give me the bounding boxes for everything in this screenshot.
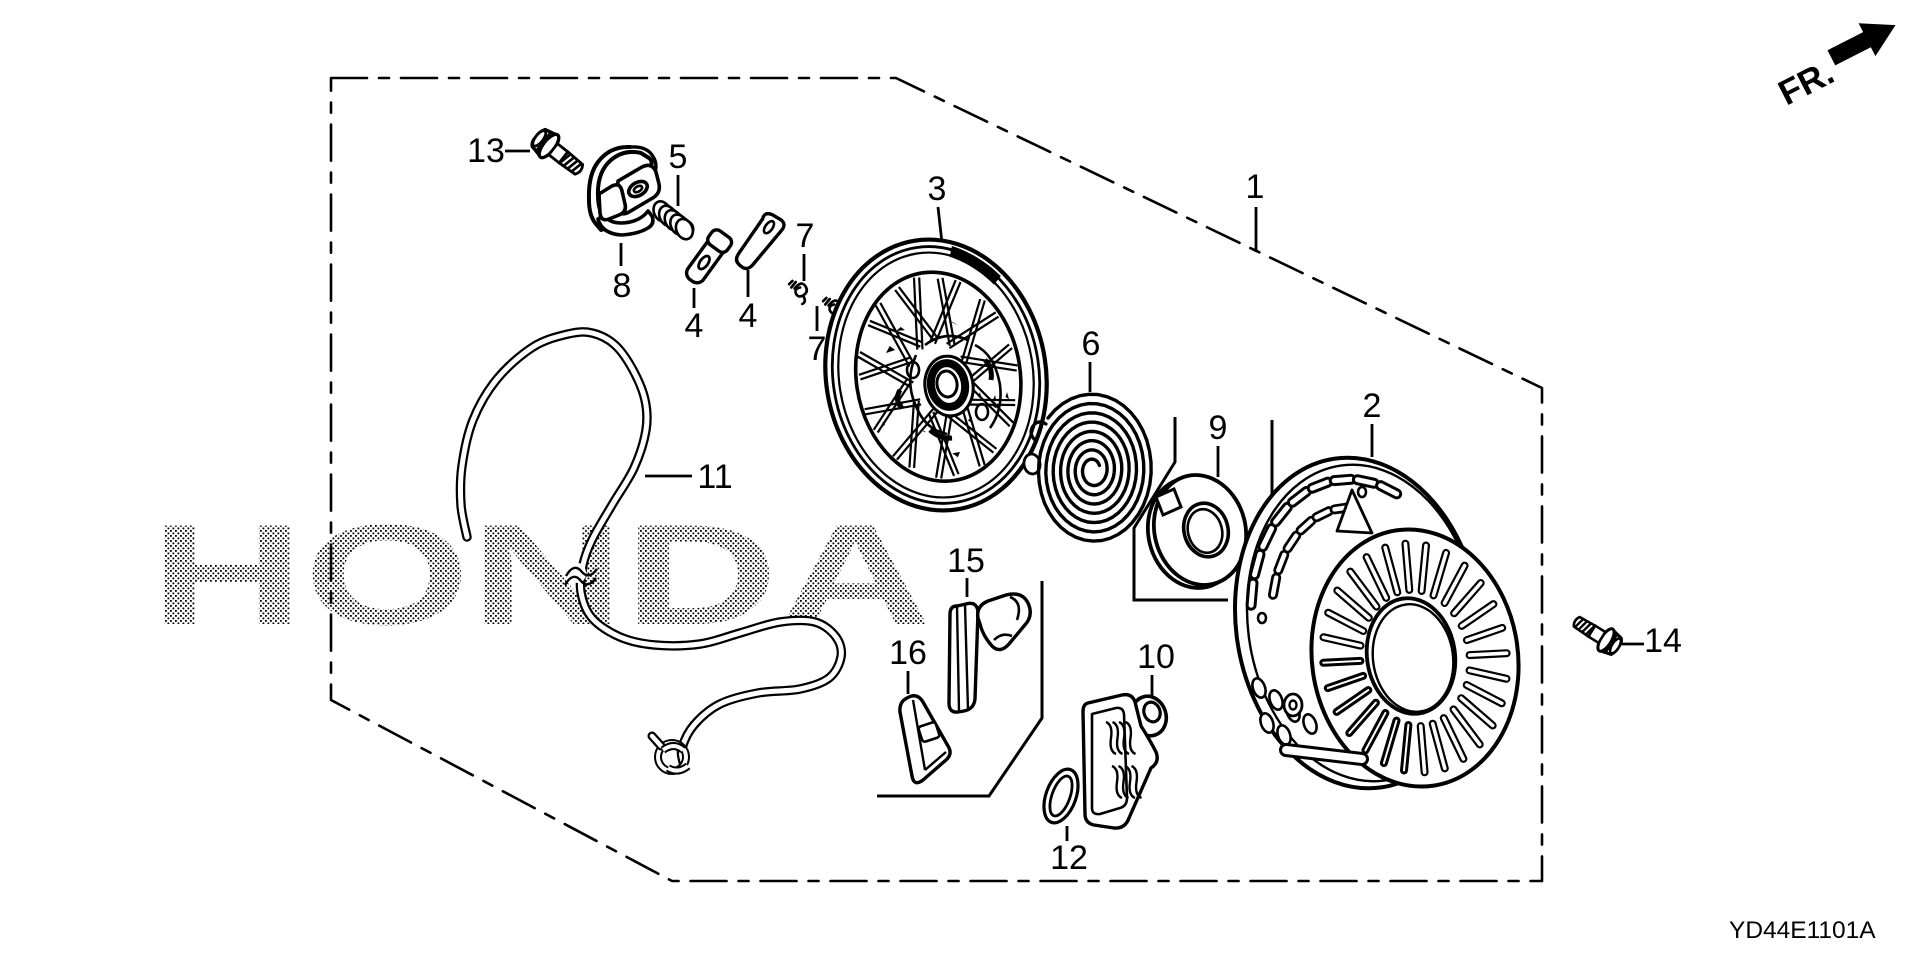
svg-text:6: 6: [1082, 325, 1101, 363]
svg-text:1: 1: [1246, 168, 1265, 206]
svg-text:13: 13: [467, 132, 505, 170]
svg-text:10: 10: [1137, 638, 1175, 676]
svg-text:4: 4: [685, 307, 704, 345]
svg-text:YD44E1101A: YD44E1101A: [1729, 917, 1876, 944]
svg-text:8: 8: [613, 267, 632, 305]
svg-text:12: 12: [1050, 839, 1088, 877]
svg-text:14: 14: [1644, 622, 1682, 660]
svg-text:2: 2: [1363, 387, 1382, 425]
svg-text:7: 7: [808, 330, 827, 368]
svg-text:15: 15: [947, 542, 985, 580]
svg-text:9: 9: [1209, 409, 1228, 447]
svg-text:HONDA: HONDA: [150, 496, 932, 655]
svg-text:11: 11: [697, 458, 732, 496]
svg-text:16: 16: [889, 634, 927, 672]
svg-text:4: 4: [739, 297, 758, 335]
svg-text:7: 7: [796, 217, 815, 255]
svg-text:3: 3: [928, 170, 947, 208]
svg-text:5: 5: [669, 138, 688, 176]
